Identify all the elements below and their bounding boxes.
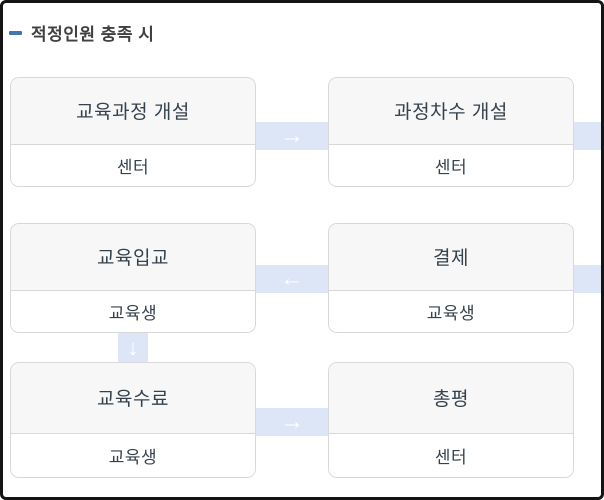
arrow-band-offscreen-right: → — [574, 122, 601, 150]
arrow-right-icon: → — [280, 408, 304, 435]
arrow-band-down: ↓ — [118, 333, 148, 363]
arrow-right-icon: → — [596, 124, 601, 148]
flow-box-review: 총평 센터 — [328, 362, 574, 478]
step-actor: 교육생 — [11, 290, 255, 332]
step-name: 교육과정 개설 — [11, 78, 255, 145]
diagram-title: 적정인원 충족 시 — [9, 20, 154, 45]
arrow-band-right: → — [256, 408, 328, 436]
arrow-right-icon: → — [280, 122, 304, 149]
step-actor: 센터 — [329, 144, 573, 186]
step-name: 총평 — [329, 363, 573, 434]
flow-box-session-open: 과정차수 개설 센터 — [328, 77, 574, 187]
step-name: 결제 — [329, 224, 573, 291]
title-bullet-icon — [9, 30, 22, 35]
arrow-left-icon: ← — [280, 265, 304, 292]
arrow-band-left: ← — [256, 265, 328, 293]
arrow-left-icon: ← — [596, 267, 601, 291]
step-actor: 교육생 — [329, 290, 573, 332]
step-name: 교육입교 — [11, 224, 255, 291]
arrow-band-right: → — [256, 122, 328, 150]
flow-box-course-open: 교육과정 개설 센터 — [10, 77, 256, 187]
step-name: 과정차수 개설 — [329, 78, 573, 145]
flow-box-completion: 교육수료 교육생 — [10, 362, 256, 478]
flow-box-payment: 결제 교육생 — [328, 223, 574, 333]
step-name: 교육수료 — [11, 363, 255, 434]
arrow-down-icon: ↓ — [127, 335, 139, 360]
flow-box-entrance: 교육입교 교육생 — [10, 223, 256, 333]
step-actor: 센터 — [329, 433, 573, 477]
step-actor: 교육생 — [11, 433, 255, 477]
diagram-title-text: 적정인원 충족 시 — [31, 25, 155, 44]
step-actor: 센터 — [11, 144, 255, 186]
arrow-band-offscreen-left: ← — [574, 265, 601, 293]
